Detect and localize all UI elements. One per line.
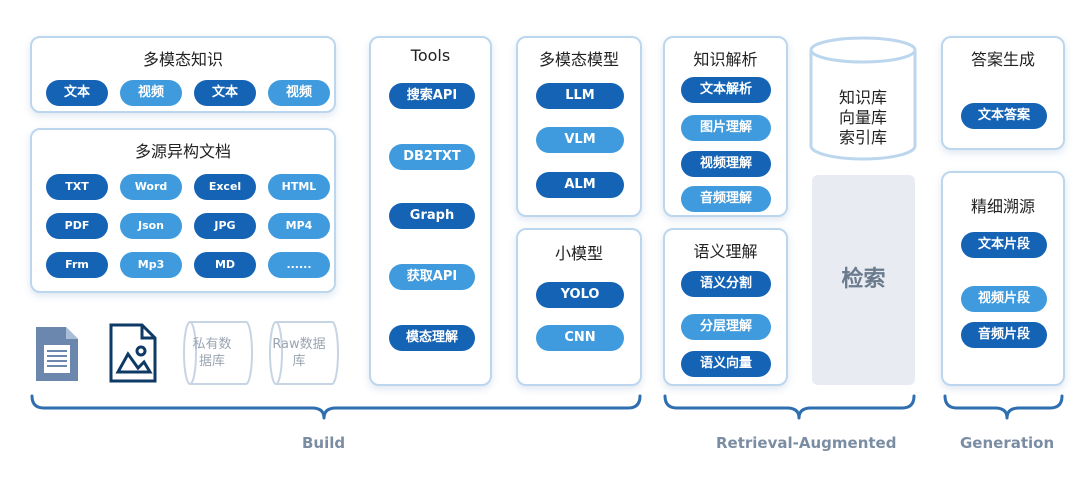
doc-format-json: Json: [120, 213, 182, 239]
build-brace: [30, 394, 642, 420]
doc-format-html: HTML: [268, 174, 330, 200]
doc-format-txt: TXT: [46, 174, 108, 200]
model-alm: ALM: [536, 172, 624, 198]
doc-format-pdf: PDF: [46, 213, 108, 239]
tools-panel: Tools 搜索API DB2TXT Graph 获取API 模态理解: [369, 36, 492, 386]
doc-format-mp4: MP4: [268, 213, 330, 239]
doc-format-jpg: JPG: [194, 213, 256, 239]
fine-tracing-panel: 精细溯源 文本片段 视频片段 音频片段: [941, 171, 1065, 386]
raw-database-label: Raw数据库: [272, 337, 326, 369]
image-file-icon: [108, 322, 158, 384]
doc-format-excel: Excel: [194, 174, 256, 200]
knowledge-parsing-title: 知识解析: [693, 50, 758, 69]
small-models-title: 小模型: [554, 244, 603, 263]
search-block: 检索: [812, 175, 915, 385]
multimodal-knowledge-panel: 多模态知识 文本 视频 文本 视频: [30, 36, 336, 113]
db-line-vector: 向量库: [838, 108, 887, 127]
db-line-index: 索引库: [838, 128, 887, 147]
model-yolo: YOLO: [536, 282, 624, 308]
document-file-icon: [34, 325, 80, 383]
tool-search-api: 搜索API: [389, 83, 475, 109]
phase-label-generation: Generation: [960, 434, 1055, 452]
doc-format-frm: Frm: [46, 252, 108, 278]
multimodal-knowledge-title: 多模态知识: [142, 50, 223, 69]
tool-graph: Graph: [389, 203, 475, 229]
knowledge-item-text-1: 文本: [46, 80, 108, 106]
knowledge-parsing-panel: 知识解析 文本解析 图片理解 视频理解 音频理解: [663, 36, 788, 217]
heterogeneous-docs-panel: 多源异构文档 TXT Word Excel HTML PDF Json JPG …: [30, 128, 336, 293]
tools-title: Tools: [410, 46, 451, 65]
text-answer: 文本答案: [961, 103, 1047, 129]
semantic-vector: 语义向量: [681, 351, 771, 377]
video-fragment: 视频片段: [961, 286, 1047, 312]
semantic-understanding-title: 语义理解: [693, 242, 758, 261]
semantic-segmentation: 语义分割: [681, 271, 771, 297]
small-models-panel: 小模型 YOLO CNN: [516, 228, 642, 386]
tool-modal-understanding: 模态理解: [389, 325, 475, 351]
raw-database-icon: Raw数据库: [268, 320, 340, 386]
model-cnn: CNN: [536, 325, 624, 351]
model-vlm: VLM: [536, 127, 624, 153]
fine-tracing-title: 精细溯源: [970, 197, 1035, 216]
phase-label-build: Build: [302, 434, 346, 452]
knowledge-database-cylinder: 知识库 向量库 索引库: [809, 36, 917, 162]
phase-label-retrieval: Retrieval-Augmented: [716, 434, 897, 452]
text-fragment: 文本片段: [961, 232, 1047, 258]
multimodal-models-panel: 多模态模型 LLM VLM ALM: [516, 36, 642, 217]
knowledge-item-video-2: 视频: [268, 80, 330, 106]
doc-format-more: ......: [268, 252, 330, 278]
private-database-label: 私有数据库: [192, 337, 232, 369]
semantic-understanding-panel: 语义理解 语义分割 分层理解 语义向量: [663, 228, 788, 386]
hierarchical-understanding: 分层理解: [681, 314, 771, 340]
private-database-icon: 私有数据库: [182, 320, 254, 386]
generation-brace: [943, 394, 1064, 420]
doc-format-mp3: Mp3: [120, 252, 182, 278]
audio-fragment: 音频片段: [961, 322, 1047, 348]
knowledge-item-video-1: 视频: [120, 80, 182, 106]
tool-fetch-api: 获取API: [389, 264, 475, 290]
doc-format-word: Word: [120, 174, 182, 200]
retrieval-brace: [663, 394, 916, 420]
parse-image: 图片理解: [681, 115, 771, 141]
tool-db2txt: DB2TXT: [389, 144, 475, 170]
heterogeneous-docs-title: 多源异构文档: [134, 142, 231, 161]
knowledge-item-text-2: 文本: [194, 80, 256, 106]
parse-video: 视频理解: [681, 151, 771, 177]
doc-format-md: MD: [194, 252, 256, 278]
parse-text: 文本解析: [681, 77, 771, 103]
model-llm: LLM: [536, 83, 624, 109]
parse-audio: 音频理解: [681, 186, 771, 212]
db-line-knowledge: 知识库: [838, 88, 887, 107]
multimodal-models-title: 多模态模型: [538, 50, 619, 69]
search-label: 检索: [841, 267, 886, 292]
answer-generation-panel: 答案生成 文本答案: [941, 36, 1065, 150]
answer-generation-title: 答案生成: [970, 50, 1035, 69]
